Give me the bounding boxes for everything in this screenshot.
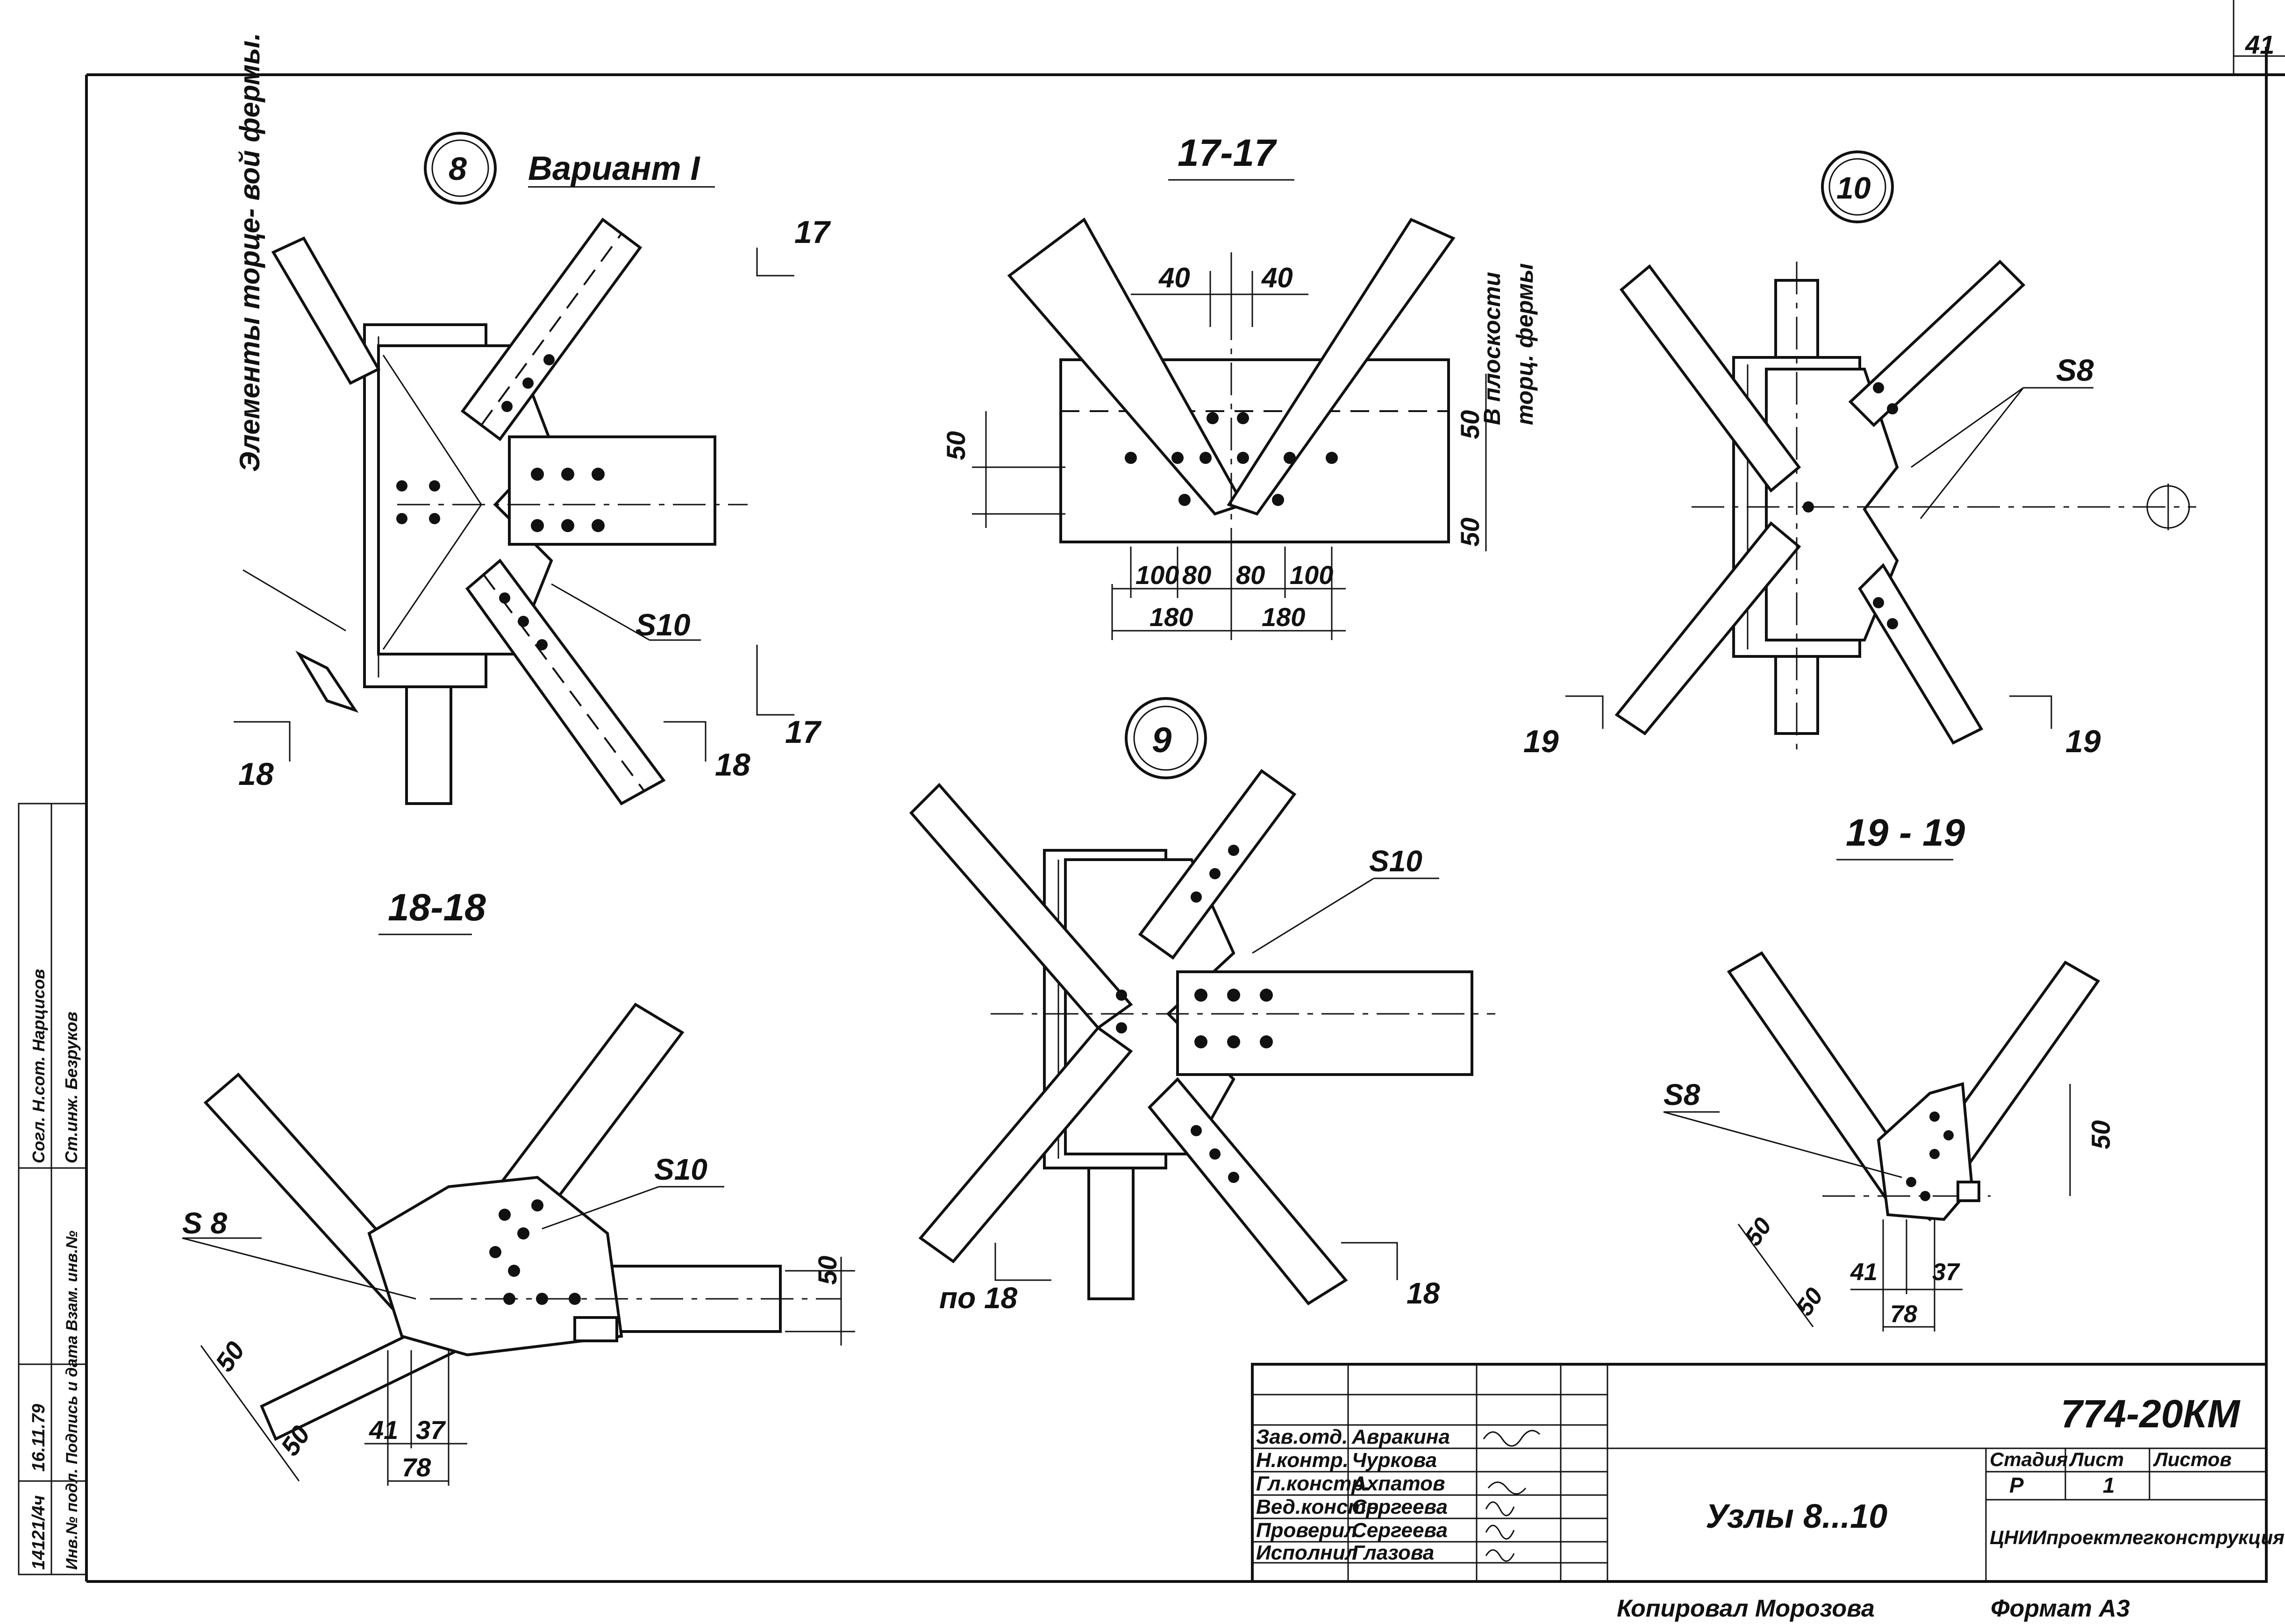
section-17-17: 17-17 40 40 100 80 80 100 180: [941, 132, 1538, 640]
section-19-19: 19 - 19 S8 50 50 50 41 37 78: [1663, 812, 2115, 1332]
footer-copied: Копировал Морозова: [1617, 1595, 1875, 1622]
title-sheet-header: Лист: [2069, 1448, 2124, 1470]
node-10-bolts: [1803, 382, 1898, 629]
node-10-number: 10: [1836, 171, 1871, 205]
section-17-dim-right-2: 50: [1455, 518, 1485, 547]
node-8-sec-bottom: 17: [785, 714, 822, 750]
title-block: 774-20КМ Узлы 8...10 Стадия Лист Листов …: [1251, 1363, 2285, 1583]
section-17-dim-c1: 180: [1150, 602, 1193, 632]
section-17-dim-b2: 80: [1182, 560, 1211, 590]
tb-role-4: Проверил: [1256, 1519, 1357, 1542]
section-17-title: 17-17: [1178, 132, 1277, 174]
tb-role-0: Зав.отд.: [1256, 1425, 1348, 1448]
node-10-sec-right: 19: [2065, 724, 2101, 759]
signatures: [1483, 1430, 1541, 1562]
section-18-plate-b: S 8: [182, 1206, 227, 1240]
section-19-dim-5: 37: [1932, 1259, 1960, 1286]
section-17-dim-top-1: 40: [1158, 262, 1190, 293]
tb-role-2: Гл.констр.: [1256, 1472, 1370, 1495]
tb-name-5: Глазова: [1352, 1541, 1434, 1564]
section-18-dim-6: 50: [813, 1256, 842, 1285]
section-19-plate: S8: [1664, 1078, 1700, 1111]
section-18-dim-3: 41: [369, 1415, 398, 1445]
side-stamp-line3: Ст.инж. Безруков: [62, 1011, 81, 1163]
section-17-dim-left: 50: [941, 431, 971, 460]
node-8-sec-right: 18: [715, 747, 750, 783]
node-8-number: 8: [449, 150, 467, 187]
tb-name-1: Чуркова: [1352, 1449, 1437, 1472]
node-10-plate: S8: [2056, 353, 2094, 387]
tb-name-4: Сергеева: [1352, 1519, 1448, 1542]
title-org: ЦНИИпроектлегконструкция: [1990, 1526, 2285, 1548]
node-9-bolts: [1116, 845, 1273, 1183]
section-18-dim-5: 78: [402, 1453, 431, 1482]
node-9-plate: S10: [1369, 844, 1422, 878]
section-18-bolts: [489, 1199, 581, 1305]
title-stage: Р: [2009, 1473, 2024, 1497]
tb-role-3: Вед.констр.: [1256, 1496, 1385, 1518]
section-18-plate-a: S10: [654, 1153, 707, 1186]
title-code: 774-20КМ: [2061, 1392, 2241, 1436]
section-19-dim-2: 50: [1739, 1213, 1777, 1251]
section-19-bolts: [1906, 1111, 1954, 1201]
side-stamp-num: 14121/4ч: [29, 1495, 49, 1570]
node-9-number: 9: [1152, 720, 1171, 760]
section-17-dim-top-2: 40: [1261, 262, 1293, 293]
tb-role-5: Исполнил: [1256, 1541, 1358, 1564]
node-8-sec-top: 17: [794, 214, 831, 250]
side-stamp: 14121/4ч 16.11.79 Инв.№ подл. Подпись и …: [18, 803, 87, 1575]
node-8: 8 Вариант I 17: [234, 33, 831, 805]
section-18-dim-4: 37: [416, 1415, 446, 1445]
title-sheets-header: Листов: [2153, 1448, 2232, 1470]
section-19-dim-3: 50: [1791, 1283, 1828, 1321]
section-17-note-2: торц. фермы: [1512, 263, 1538, 425]
title-stage-header: Стадия: [1990, 1448, 2068, 1470]
section-17-dim-b1: 100: [1135, 560, 1179, 590]
section-19-title: 19 - 19: [1846, 812, 1965, 854]
node-8-plate: S10: [636, 607, 691, 642]
section-17-note-1: В плоскости: [1479, 272, 1505, 425]
node-8-note: Элементы торце- вой фермы.: [234, 33, 265, 472]
node-8-variant: Вариант I: [528, 150, 701, 187]
section-17-dim-b3: 80: [1236, 560, 1265, 590]
section-18-18: 18-18 S10 S 8 50 50 41 37 78: [182, 886, 855, 1486]
title-name: Узлы 8...10: [1706, 1498, 1887, 1535]
node-10-sec-left: 19: [1523, 724, 1559, 759]
node-9-sec-right: 18: [1407, 1276, 1440, 1310]
sheet-number: 41: [2245, 30, 2274, 59]
section-17-dim-right-1: 50: [1455, 410, 1485, 439]
footer-format: Формат А3: [1991, 1595, 2130, 1622]
tb-name-3: Сергеева: [1352, 1496, 1448, 1518]
tb-role-1: Н.контр.: [1256, 1449, 1349, 1472]
sheet-frame: [85, 0, 2285, 1583]
section-19-dim-4: 41: [1850, 1259, 1878, 1286]
title-sheet: 1: [2103, 1473, 2115, 1497]
node-8-sec-left: 18: [238, 756, 274, 792]
node-9: 9 S10 по 18 18: [909, 697, 1495, 1315]
tb-name-0: Авракина: [1351, 1425, 1450, 1448]
section-18-dim-1: 50: [209, 1336, 250, 1377]
side-stamp-line2: Согл. Н.сот. Нарцисов: [29, 969, 48, 1163]
section-17-bolts: [1125, 412, 1338, 506]
section-19-dim-6: 78: [1890, 1301, 1917, 1328]
tb-name-2: Ахпатов: [1351, 1472, 1445, 1495]
node-9-sec-left: по 18: [939, 1281, 1018, 1315]
side-stamp-date: 16.11.79: [29, 1404, 49, 1472]
section-17-dim-b4: 100: [1290, 560, 1333, 590]
section-19-dim-1: 50: [2086, 1120, 2115, 1149]
section-18-title: 18-18: [388, 886, 486, 929]
node-10: 10 S8 19 19: [1523, 150, 2196, 759]
node-8-bolts: [396, 354, 605, 650]
side-stamp-line1: Инв.№ подл. Подпись и дата Взам. инв.№: [63, 1231, 81, 1570]
section-17-dim-c2: 180: [1262, 602, 1305, 632]
